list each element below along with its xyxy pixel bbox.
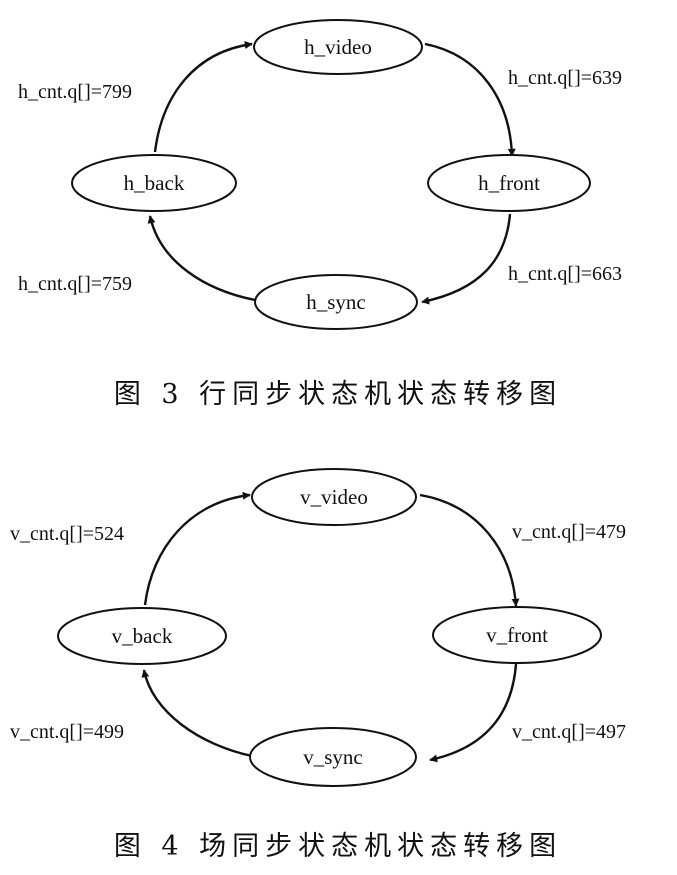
state-label: v_back <box>112 624 173 648</box>
edge-sync-to-back <box>147 215 256 302</box>
transition-label: v_cnt.q[]=479 <box>512 521 626 543</box>
state-v-back: v_back <box>57 607 227 665</box>
figure-caption: 图 3 行同步状态机状态转移图 <box>114 379 562 410</box>
transition-label: v_cnt.q[]=497 <box>512 721 626 743</box>
state-v-sync: v_sync <box>249 727 417 787</box>
state-label: v_sync <box>303 745 363 769</box>
state-label: h_sync <box>306 290 366 314</box>
state-v-video: v_video <box>251 468 417 526</box>
edge-back-to-video <box>143 491 251 606</box>
state-h-video: h_video <box>253 19 423 75</box>
state-label: v_video <box>300 485 368 509</box>
transition-label: v_cnt.q[]=524 <box>10 523 124 545</box>
transition-label: h_cnt.q[]=799 <box>18 81 132 103</box>
edge-back-to-video <box>153 41 253 153</box>
edge-front-to-sync <box>429 663 518 763</box>
state-h-front: h_front <box>427 154 591 212</box>
state-label: h_front <box>478 171 540 195</box>
figure-3: h_video h_front h_sync h_back h_cnt.q[]=… <box>18 19 622 410</box>
edge-front-to-sync <box>421 213 512 305</box>
transition-label: h_cnt.q[]=639 <box>508 67 622 89</box>
state-label: h_video <box>304 35 372 59</box>
edge-video-to-front <box>419 493 520 607</box>
state-v-front: v_front <box>432 606 602 664</box>
transition-label: v_cnt.q[]=499 <box>10 721 124 743</box>
transition-label: h_cnt.q[]=759 <box>18 273 132 295</box>
edge-sync-to-back <box>141 669 253 758</box>
figure-4: v_video v_front v_sync v_back v_cnt.q[]=… <box>10 468 626 862</box>
state-label: h_back <box>124 171 185 195</box>
transition-label: h_cnt.q[]=663 <box>508 263 622 285</box>
state-h-sync: h_sync <box>254 274 418 330</box>
figure-caption: 图 4 场同步状态机状态转移图 <box>114 831 562 862</box>
state-label: v_front <box>486 623 548 647</box>
edge-video-to-front <box>424 42 516 157</box>
state-h-back: h_back <box>71 154 237 212</box>
